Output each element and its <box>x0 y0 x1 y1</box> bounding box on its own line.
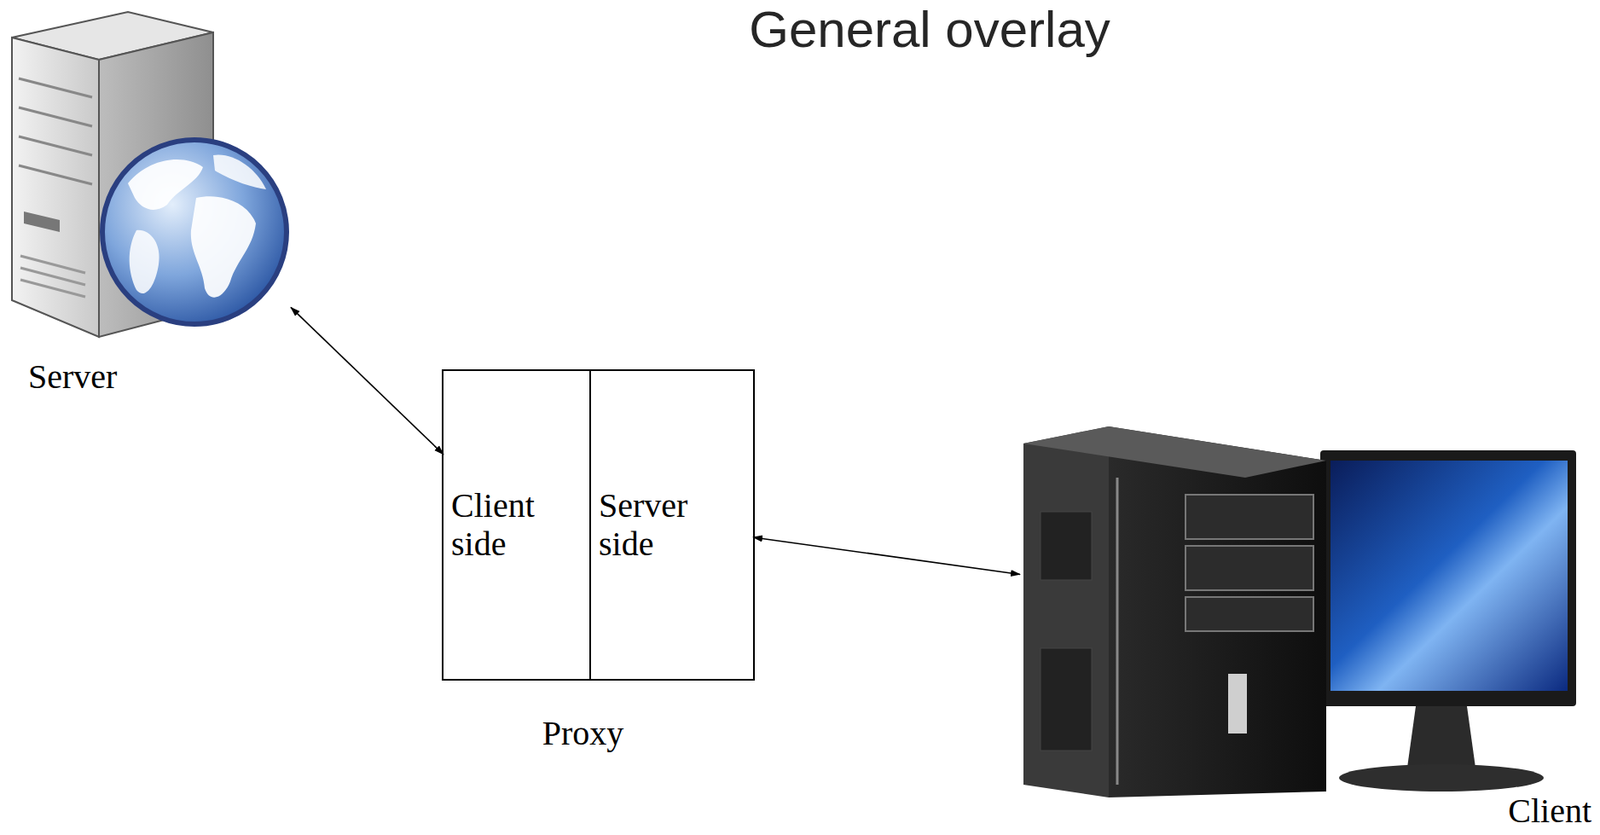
proxy-box: ProxyClient sideServer side <box>441 369 755 681</box>
client-computer-icon <box>1023 426 1577 798</box>
node-label: Server side <box>598 486 746 564</box>
node-label: Client side <box>451 486 582 564</box>
diagram-title: General overlay <box>648 1 1212 58</box>
computer-node: Server <box>8 5 291 400</box>
proxy-part: Client side <box>443 371 592 679</box>
proxy-part: Server side <box>591 371 754 679</box>
computer-node: Client <box>1020 409 1595 833</box>
node-label: Server <box>28 358 117 397</box>
node-label: Proxy <box>428 714 738 754</box>
connector-arrow <box>290 307 444 454</box>
connector-arrow <box>753 537 1021 575</box>
server-icon <box>11 11 287 337</box>
node-label: Client <box>1507 792 1592 831</box>
